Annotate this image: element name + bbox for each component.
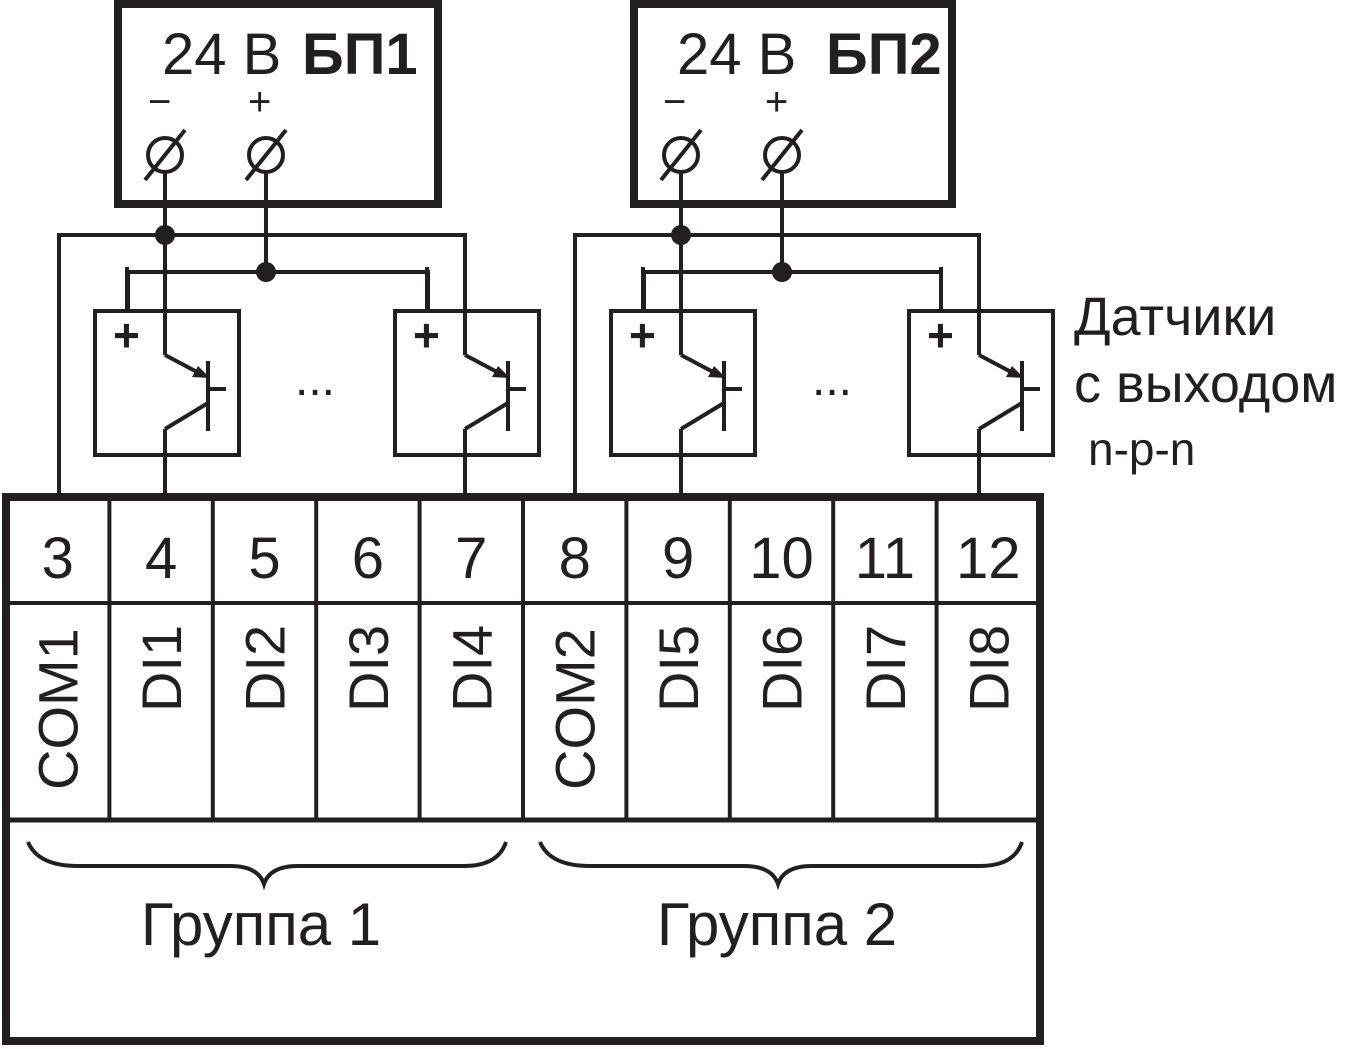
power-supply-2-voltage: 24 В [677,22,796,87]
sensor-ellipsis-1: ... [295,353,335,406]
terminal-number-5: 5 [248,526,280,591]
terminal-label-di6: DI6 [751,625,814,712]
terminal-label-di2: DI2 [234,625,297,712]
terminal-label-di5: DI5 [647,625,710,712]
sensor-ellipsis-2: ... [812,353,852,406]
power-supply-1-plus-label: + [248,80,271,124]
terminal-number-11: 11 [855,526,915,591]
sensors-label-line-2: с выходом [1074,354,1337,414]
terminal-label-com1: COM1 [27,628,90,790]
terminal-label-di3: DI3 [337,625,400,712]
group-2-label: Группа 2 [657,891,897,958]
group-1-label: Группа 1 [141,891,381,958]
group-1-brace [26,841,508,891]
power-supply-1-minus-label: − [148,80,171,124]
junction-dot [256,262,276,282]
npn-sensor-1: + [93,234,241,498]
power-supply-1-name: БП1 [302,22,418,87]
sensors-label-line-1: Датчики [1074,287,1276,347]
junction-dot [671,225,691,245]
terminal-number-4: 4 [145,526,177,591]
power-supply-2-box [630,0,956,208]
sensor-plus-label: + [629,309,656,361]
terminal-label-di4: DI4 [440,625,503,712]
power-supply-2-name: БП2 [826,22,942,87]
npn-transistor-icon [609,234,757,498]
terminal-number-7: 7 [455,526,487,591]
terminal-label-di7: DI7 [854,625,917,712]
sensor-plus-label: + [413,309,440,361]
terminal-number-12: 12 [956,526,1021,591]
power-supply-2-plus-label: + [765,80,788,124]
power-supply-1-box [114,0,442,208]
terminal-number-8: 8 [559,526,591,591]
npn-sensor-4: + [907,234,1055,498]
group-2-brace [538,841,1024,891]
npn-transistor-icon [93,234,241,498]
power-supply-1-voltage: 24 В [162,22,281,87]
terminal-number-10: 10 [749,526,814,591]
junction-dot [772,262,792,282]
terminal-label-di8: DI8 [957,625,1020,712]
power-supply-1: 24 В БП1 − + [114,0,442,208]
power-supply-2: 24 В БП2 − + [630,0,956,208]
terminal-label-com2: COM2 [544,628,607,790]
terminal-number-3: 3 [42,526,74,591]
power-supply-2-minus-label: − [663,80,686,124]
npn-transistor-icon [393,234,541,498]
sensors-label-line-3: n-p-n [1088,423,1195,475]
sensor-plus-label: + [927,309,954,361]
sensor-plus-label: + [113,309,140,361]
terminal-number-9: 9 [662,526,694,591]
npn-transistor-icon [907,234,1055,498]
junction-dot [155,225,175,245]
terminal-label-di1: DI1 [130,625,193,712]
terminal-number-6: 6 [352,526,384,591]
npn-sensor-2: + [393,234,541,498]
npn-sensor-3: + [609,234,757,498]
